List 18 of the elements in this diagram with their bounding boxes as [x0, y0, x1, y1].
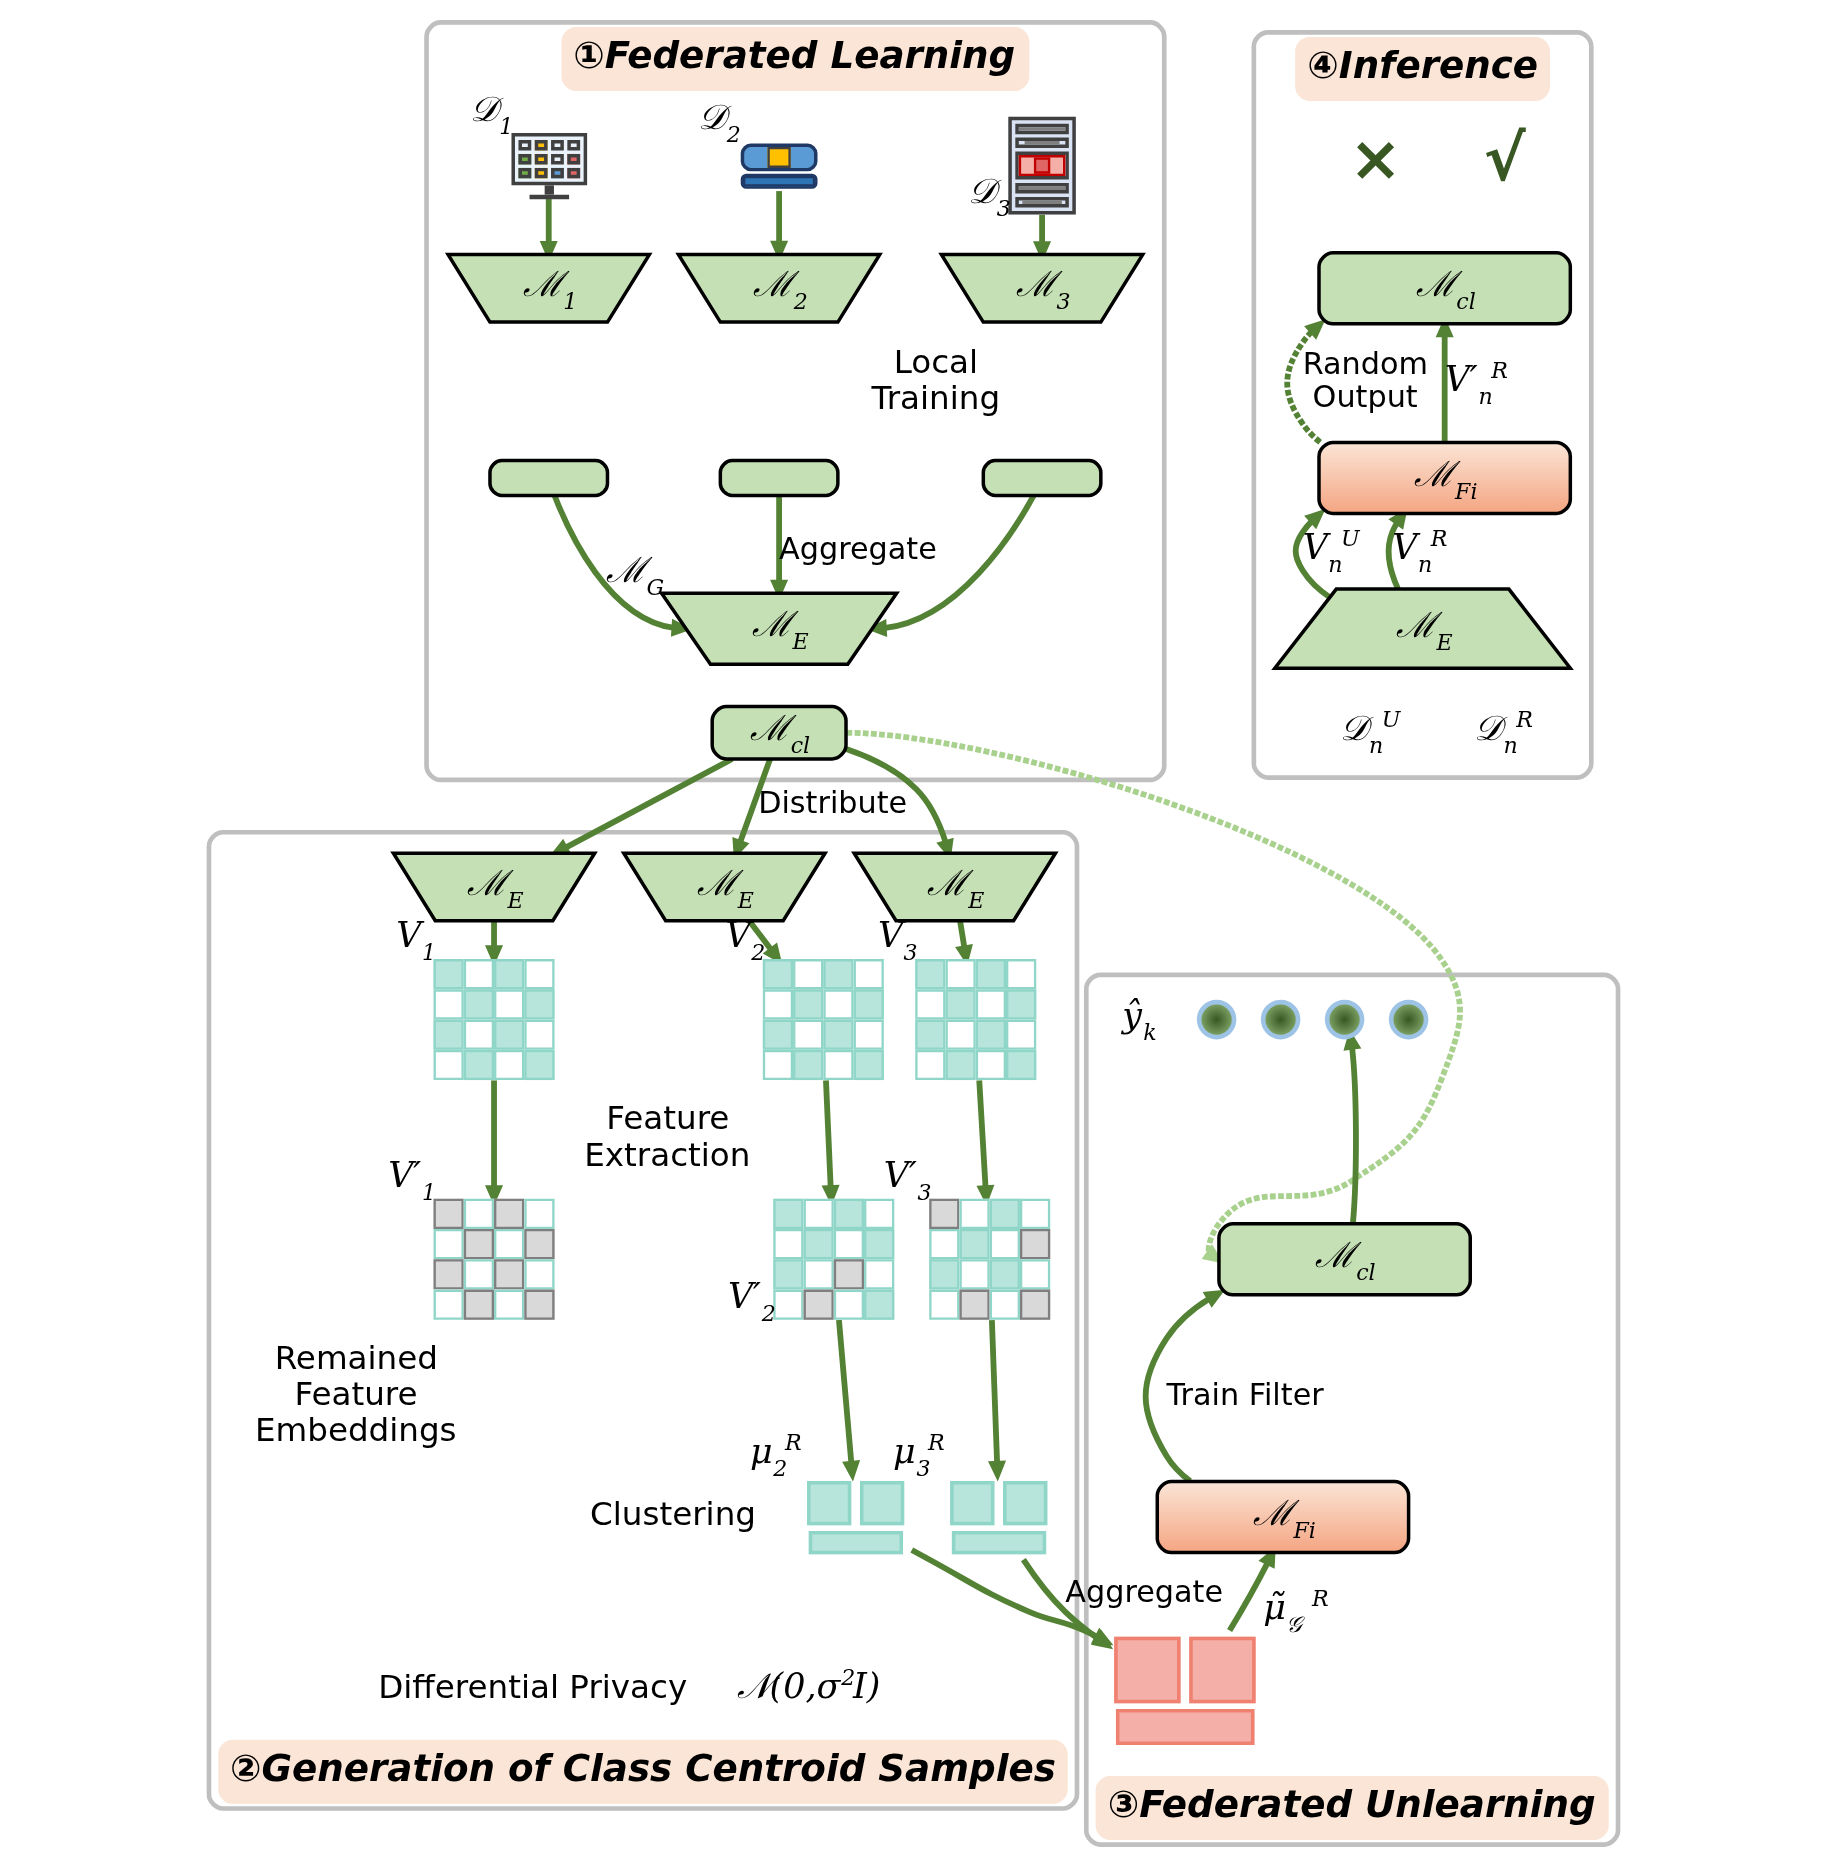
label: Differential Privacy [378, 1668, 688, 1707]
label: ŷ$_{k}$ [1122, 995, 1157, 1046]
label: Remained Feature Embeddings [254, 1339, 457, 1450]
node-label: V′$_{2}$ [727, 1276, 776, 1327]
edge-label: Random Output [1302, 345, 1428, 415]
edge-label: Distribute [758, 785, 908, 821]
node-label: 𝒟$_{1}$ [470, 88, 514, 139]
node-label: V′$_{3}$ [883, 1155, 932, 1206]
node-label: V′$_{1}$ [388, 1155, 436, 1206]
label: Local Training [871, 343, 1001, 418]
node-label: 𝒟$_{2}$ [697, 96, 741, 147]
label: Feature Extraction [584, 1099, 751, 1174]
edge-label: Aggregate [1065, 1574, 1224, 1610]
edge-label: Train Filter [1166, 1376, 1324, 1412]
label: Clustering [590, 1495, 756, 1534]
label: 𝒩(0,σ$^{2}$I) [736, 1663, 881, 1706]
label: √ [1483, 122, 1526, 196]
label: × [1349, 122, 1402, 196]
